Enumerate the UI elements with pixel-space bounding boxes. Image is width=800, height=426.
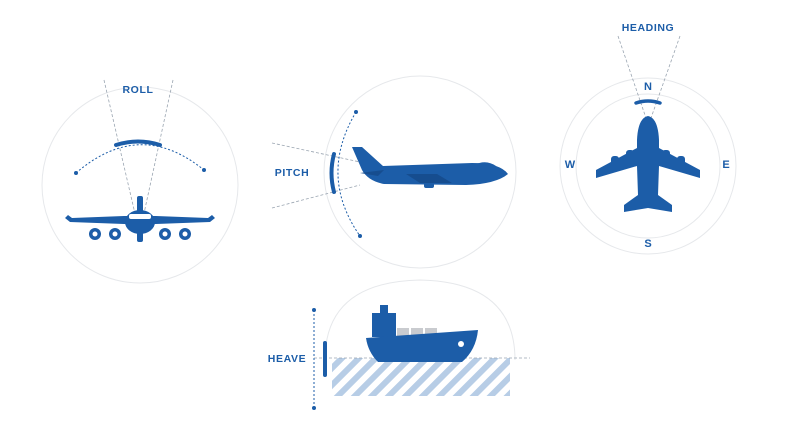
roll-indicator: [114, 139, 162, 147]
heading-guide-line-left: [617, 35, 647, 119]
heading-indicator: [634, 99, 662, 105]
roll-label: ROLL: [123, 84, 154, 96]
pitch-background-circle: [323, 75, 517, 269]
pitch-arc: [337, 111, 361, 237]
compass-inner-circle: [575, 93, 721, 239]
pitch-arc-end-top: [354, 110, 358, 114]
heave-axis-end-bottom: [312, 406, 316, 410]
airplane-front-icon: [65, 196, 215, 242]
heave-label: HEAVE: [268, 353, 306, 365]
compass-east: E: [722, 159, 729, 171]
roll-panel: ROLL: [41, 79, 239, 284]
airplane-top-icon: [596, 116, 700, 212]
heading-panel: HEADING N S E W: [559, 22, 737, 255]
heave-panel: HEAVE: [268, 279, 530, 410]
compass-north: N: [644, 81, 652, 93]
pitch-panel: PITCH: [271, 75, 517, 269]
compass-outer-circle: [559, 77, 737, 255]
pitch-indicator: [329, 152, 336, 194]
roll-background-circle: [41, 86, 239, 284]
pitch-guide-line-upper: [271, 142, 361, 163]
pitch-label: PITCH: [275, 167, 310, 179]
heading-label: HEADING: [622, 22, 675, 34]
cargo-ship-icon: [366, 305, 478, 362]
heading-guide-line-right: [650, 35, 681, 119]
compass-south: S: [644, 238, 651, 250]
roll-guide-line-right: [142, 79, 174, 219]
heave-background-arc: [324, 279, 516, 361]
roll-arc: [75, 144, 205, 174]
pitch-arc-end-bottom: [358, 234, 362, 238]
roll-guide-line-left: [103, 79, 137, 219]
roll-arc-end-left: [74, 171, 78, 175]
heave-axis-end-top: [312, 308, 316, 312]
sea-surface-hatched: [332, 358, 510, 396]
airplane-side-icon: [352, 147, 508, 188]
compass-west: W: [565, 159, 576, 171]
pitch-guide-line-lower: [271, 184, 361, 209]
roll-arc-end-right: [202, 168, 206, 172]
